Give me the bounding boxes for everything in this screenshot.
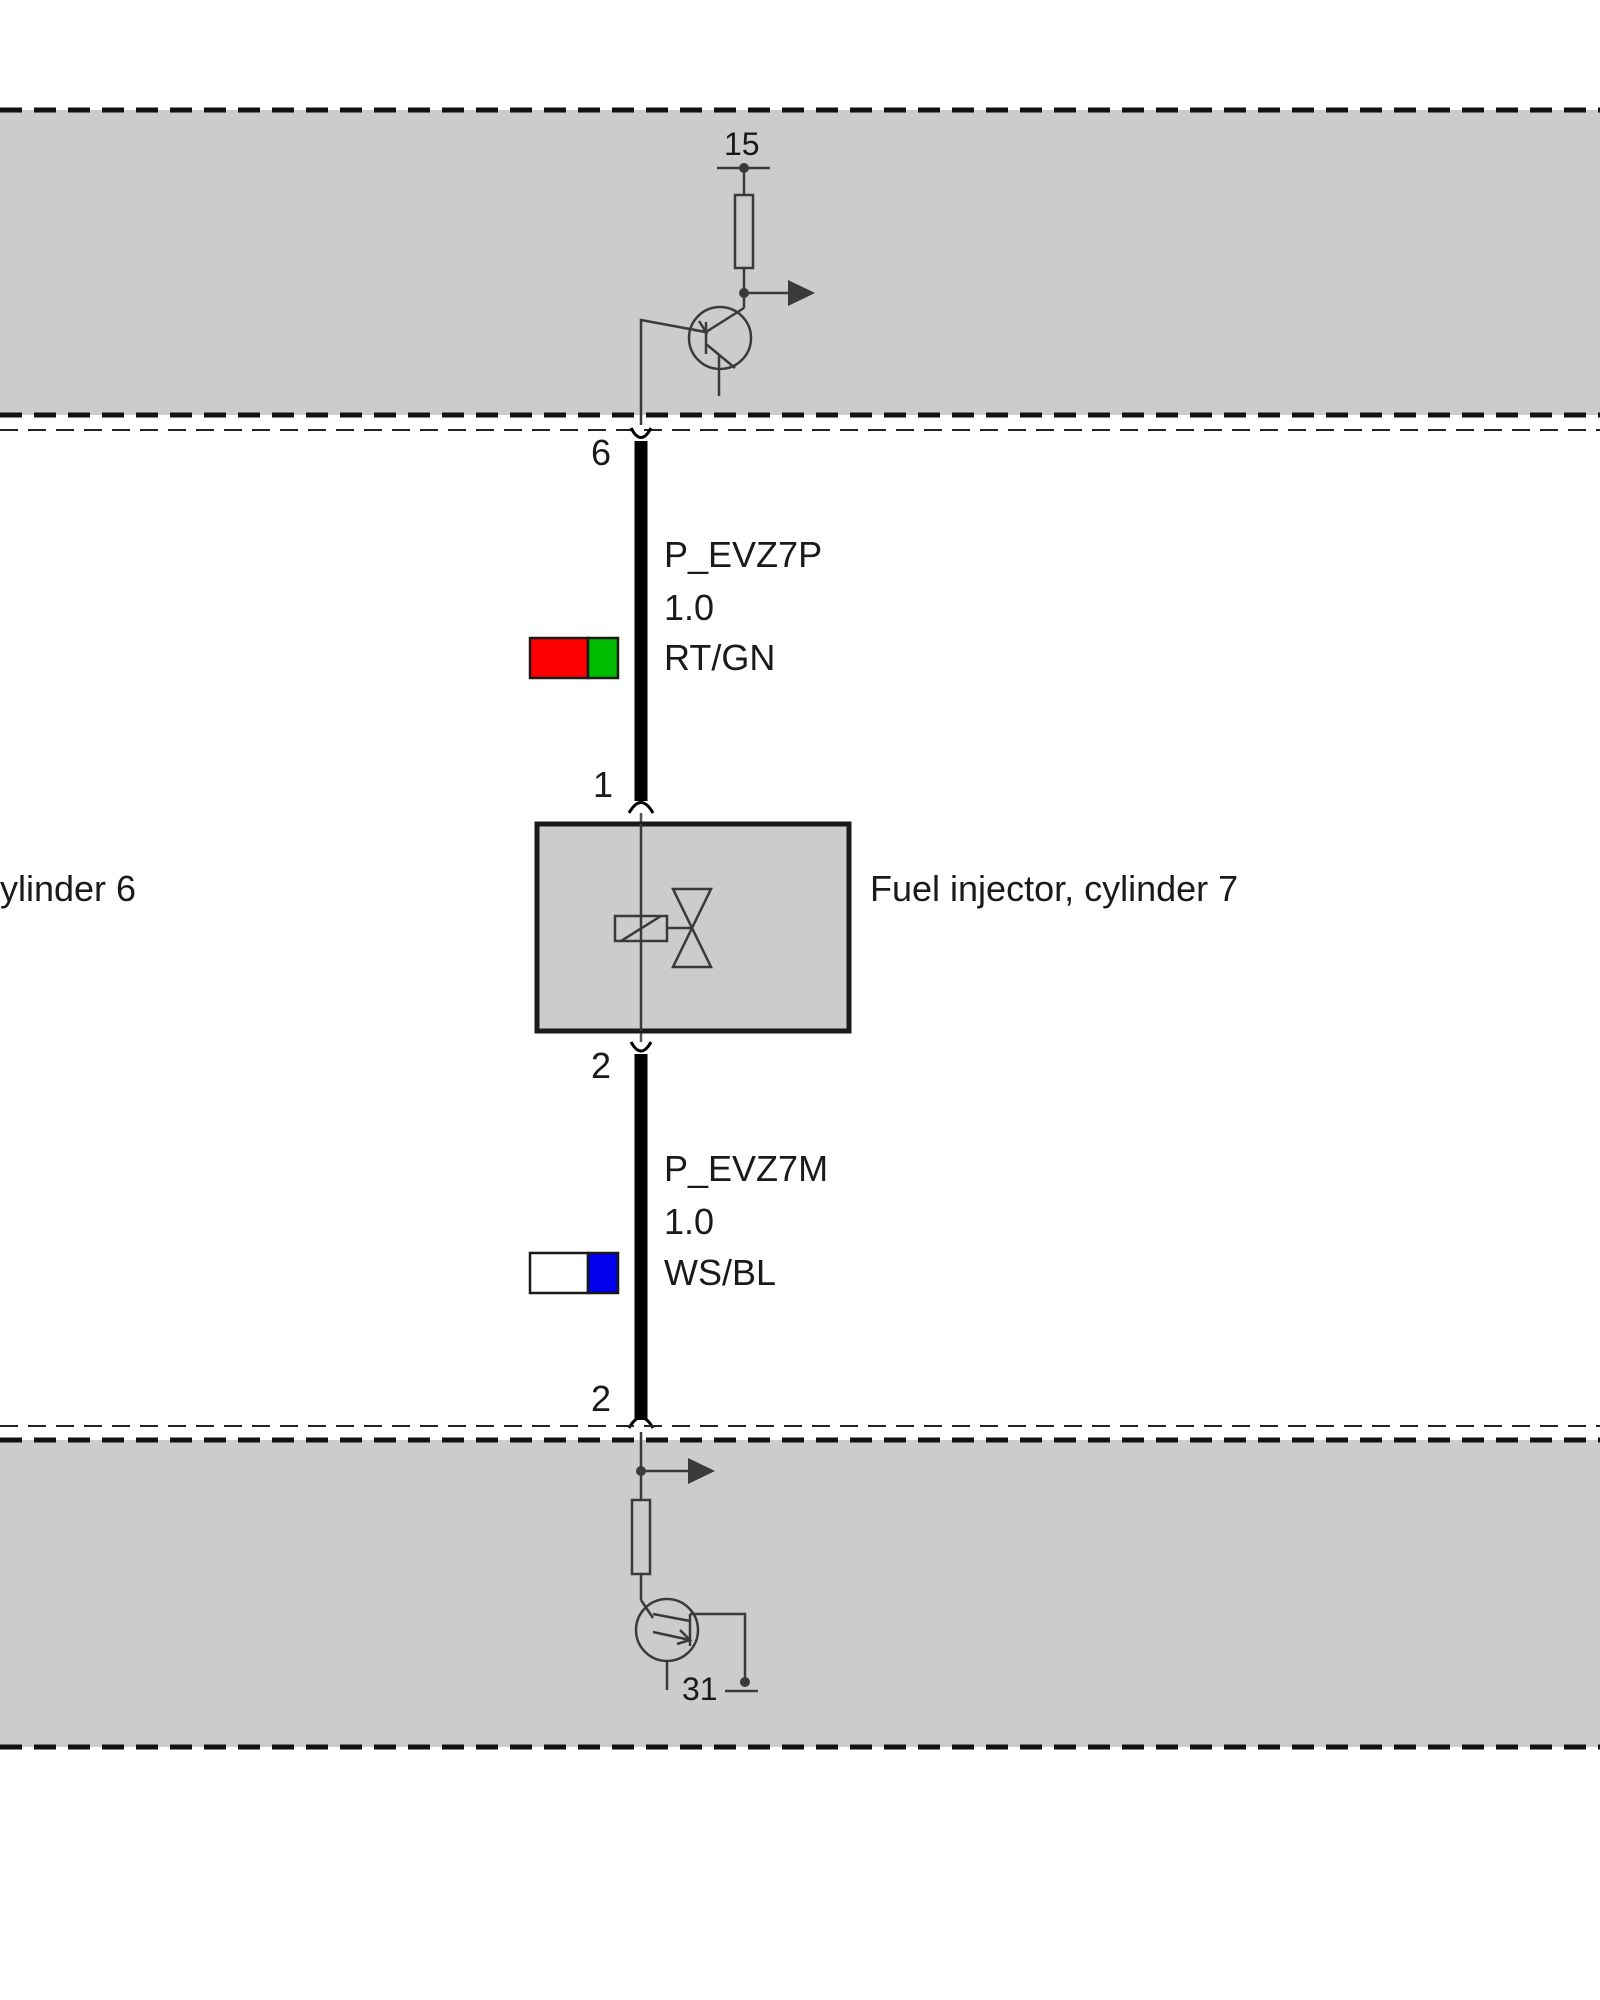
lower-wire-color-code: WS/BL — [664, 1252, 776, 1293]
upper-wire-cross-section: 1.0 — [664, 587, 714, 628]
lower-wire-signal: P_EVZ7M — [664, 1148, 828, 1189]
ground-terminal-label: 31 — [682, 1671, 718, 1707]
top-transistor-icon — [639, 293, 753, 425]
solenoid-valve-icon — [613, 887, 713, 969]
output-arrow-icon — [788, 280, 815, 306]
upper-connector-pin: 6 — [591, 432, 611, 473]
upper-wire-color-code: RT/GN — [664, 637, 775, 678]
neighbor-injector-label: ylinder 6 — [0, 868, 136, 909]
injector-pin-bottom: 2 — [591, 1045, 611, 1086]
top-module-band — [0, 110, 1600, 415]
ground-node — [740, 1677, 750, 1687]
input-arrow-icon — [688, 1458, 715, 1484]
lower-wire-cross-section: 1.0 — [664, 1201, 714, 1242]
supply-terminal-label: 15 — [724, 126, 760, 162]
lower-wire-color-swatch — [528, 1251, 620, 1295]
lower-connector-pin: 2 — [591, 1378, 611, 1419]
injector-top-socket — [627, 801, 655, 814]
bottom-transistor-icon — [634, 1597, 747, 1690]
upper-connector-socket — [629, 427, 653, 439]
injector-bottom-socket — [629, 1041, 653, 1053]
bottom-module-band — [0, 1440, 1600, 1747]
injector-pin-top: 1 — [593, 764, 613, 805]
upper-wire-signal: P_EVZ7P — [664, 534, 822, 575]
injector-label: Fuel injector, cylinder 7 — [870, 868, 1238, 909]
upper-wire-color-swatch — [528, 636, 620, 680]
lower-connector-socket — [627, 1416, 655, 1429]
